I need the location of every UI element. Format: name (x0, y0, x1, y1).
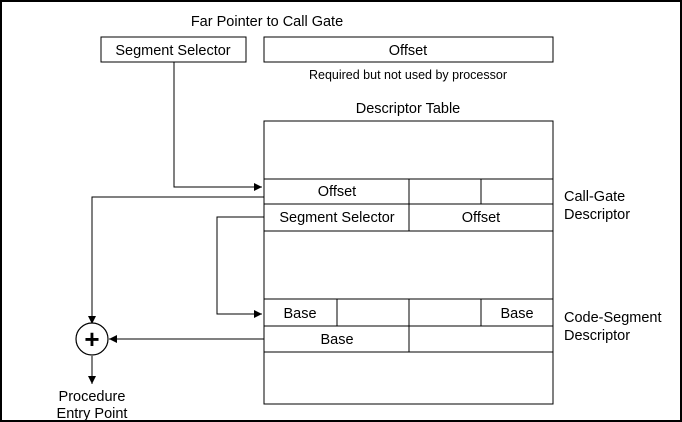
gate-selector-to-code-segment-arrow (216, 216, 264, 318)
code-segment-side-label-1: Code-Segment (564, 310, 662, 326)
far-pointer-offset-box (263, 36, 554, 63)
code-segment-base-left: Base (283, 306, 316, 322)
far-pointer-offset-label: Offset (389, 43, 427, 59)
adder-icon: + (75, 322, 109, 356)
call-gate-selector-label: Segment Selector (279, 210, 394, 226)
far-pointer-title: Far Pointer to Call Gate (191, 14, 343, 30)
call-gate-offset2-label: Offset (462, 210, 500, 226)
entry-point-label-2: Entry Point (57, 406, 128, 422)
adder-symbol: + (84, 324, 99, 354)
code-segment-descriptor: Base Base Base (264, 298, 553, 353)
call-gate-offset-label: Offset (318, 184, 356, 200)
code-segment-side-label-2: Descriptor (564, 328, 630, 344)
selector-to-gate-arrow (173, 62, 262, 191)
offset-note: Required but not used by processor (309, 68, 507, 82)
call-gate-side-label-1: Call-Gate (564, 189, 625, 205)
code-segment-base-bottom: Base (320, 332, 353, 348)
descriptor-table-box (263, 120, 554, 405)
call-gate-side-label-2: Descriptor (564, 207, 630, 223)
far-pointer-selector-box (100, 36, 247, 63)
call-gate-descriptor: Offset Segment Selector Offset (264, 178, 553, 232)
gate-offset-to-adder-arrow (88, 196, 264, 324)
far-pointer-selector-label: Segment Selector (115, 43, 230, 59)
code-segment-base-right: Base (500, 306, 533, 322)
descriptor-table-title: Descriptor Table (356, 101, 461, 117)
entry-point-label-1: Procedure (59, 389, 126, 405)
